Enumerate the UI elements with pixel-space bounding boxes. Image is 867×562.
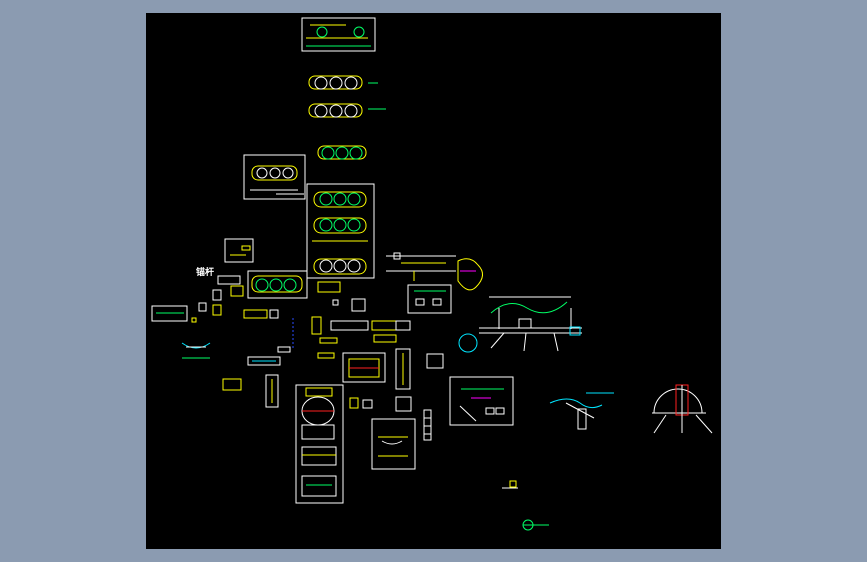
top-title-block[interactable] bbox=[301, 17, 376, 52]
tunnel-section[interactable] bbox=[652, 384, 713, 434]
center-small-parts[interactable] bbox=[277, 281, 411, 359]
left-frame-bogie[interactable] bbox=[243, 154, 306, 200]
rail-beam-assembly[interactable] bbox=[386, 252, 456, 281]
square-part[interactable] bbox=[426, 353, 444, 369]
detail-frame[interactable] bbox=[371, 418, 416, 470]
bottom-right-items[interactable] bbox=[502, 480, 549, 531]
left-dish-detail[interactable] bbox=[181, 342, 281, 366]
control-panel-frame[interactable] bbox=[407, 284, 452, 314]
bogie-row-2[interactable] bbox=[308, 103, 386, 118]
drawing-sheet bbox=[151, 17, 713, 531]
bogie-row-3[interactable] bbox=[317, 145, 367, 160]
mid-vehicle-frame[interactable] bbox=[342, 352, 386, 383]
small-note-frame[interactable] bbox=[224, 238, 254, 263]
center-frame-bogies[interactable] bbox=[306, 183, 375, 279]
small-parts-left[interactable] bbox=[151, 275, 294, 348]
bridge-section[interactable] bbox=[458, 296, 582, 353]
lower-left-bogie-frame[interactable] bbox=[247, 270, 308, 299]
lower-left-items[interactable] bbox=[222, 374, 279, 408]
cad-drawing-canvas[interactable]: 锚杆 bbox=[146, 13, 721, 549]
slope-profile[interactable] bbox=[549, 392, 614, 430]
tank-vehicle-frame[interactable] bbox=[295, 384, 344, 504]
annotation-frame[interactable] bbox=[449, 376, 514, 426]
vertical-part[interactable] bbox=[395, 348, 411, 390]
left-annotation-label: 锚杆 bbox=[196, 268, 215, 278]
small-items-near-tank[interactable] bbox=[349, 396, 432, 441]
callout-cluster[interactable] bbox=[457, 258, 483, 291]
bogie-row-1[interactable] bbox=[308, 75, 378, 90]
